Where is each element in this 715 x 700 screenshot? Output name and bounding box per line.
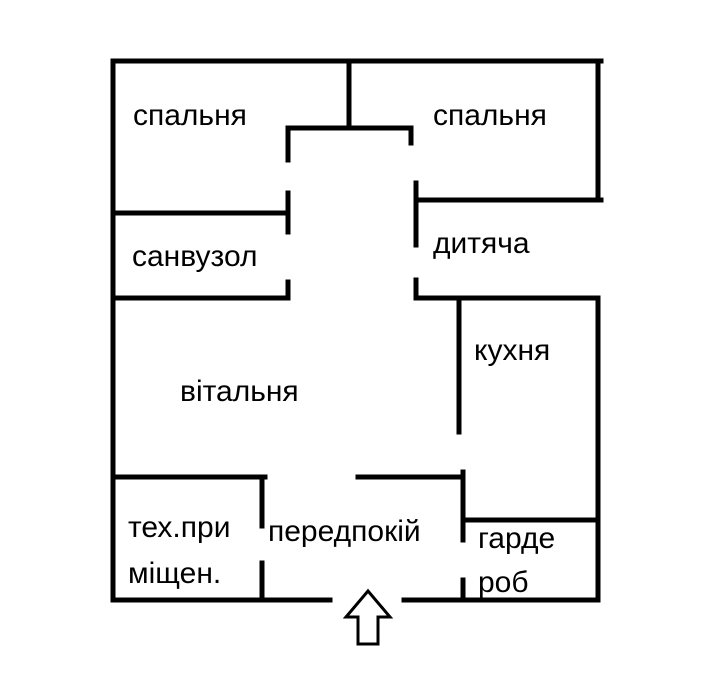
outer-walls <box>110 58 604 603</box>
room-label-nursery: дитяча <box>433 227 530 260</box>
room-label-utility-line1: тех.при <box>128 511 230 544</box>
room-label-wardrobe-line2: роб <box>478 566 529 599</box>
up-arrow-icon <box>342 588 394 646</box>
room-label-hallway: передпокій <box>268 515 421 548</box>
room-label-bedroom-left: спальня <box>133 99 247 132</box>
room-label-kitchen: кухня <box>474 334 550 367</box>
interior-walls <box>110 58 604 603</box>
room-label-utility-line2: міщен. <box>128 557 221 590</box>
room-label-bedroom-right: спальня <box>433 99 547 132</box>
room-label-living-room: вітальня <box>180 375 299 408</box>
room-label-bathroom: санвузол <box>132 240 257 273</box>
room-label-wardrobe-line1: гарде <box>478 522 555 555</box>
